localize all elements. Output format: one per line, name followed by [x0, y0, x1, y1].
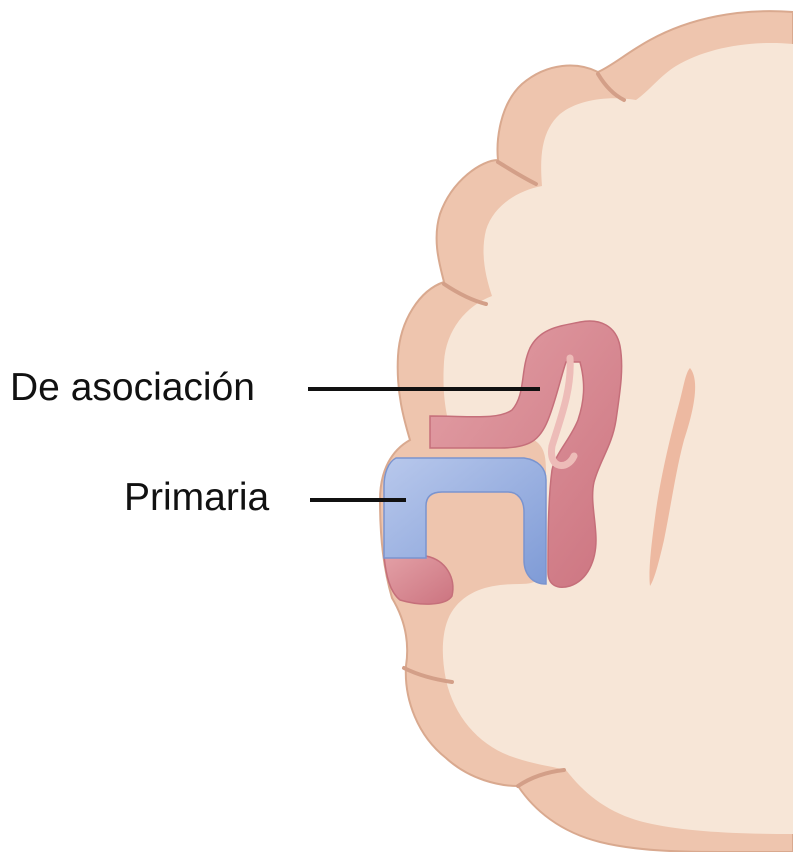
primary-label: Primaria: [124, 478, 269, 517]
association-label: De asociación: [10, 368, 255, 407]
